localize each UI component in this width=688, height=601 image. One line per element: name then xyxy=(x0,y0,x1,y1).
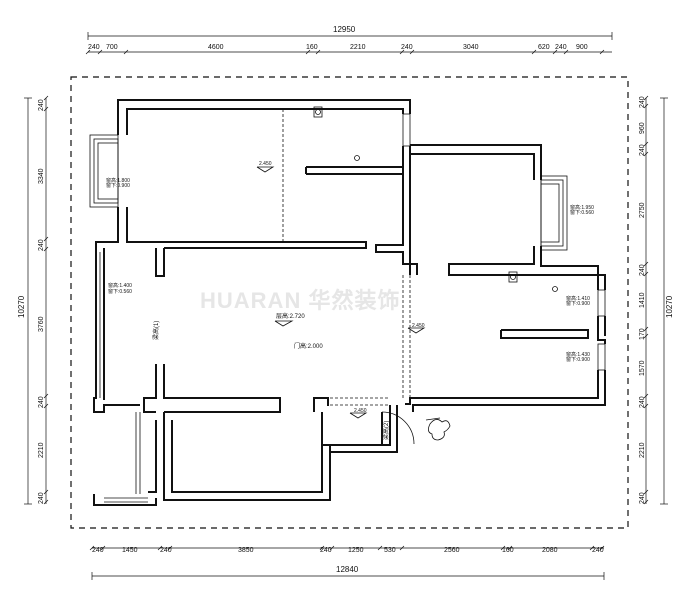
drawing-frame xyxy=(70,76,629,529)
bottom-dim-6: 1250 xyxy=(348,547,364,554)
win-right-top-h: 窗高:1.950 xyxy=(570,204,594,211)
bottom-dim-1: 240 xyxy=(92,547,104,554)
bottom-dim-9: 160 xyxy=(502,547,514,554)
win-right-mid2-h: 窗高:1.430 xyxy=(566,351,590,358)
beam-label-2: 梁高(2) xyxy=(382,421,390,440)
level-3: 2.450 xyxy=(354,408,367,414)
top-dimension-chain: 12950 240 700 4600 160 2210 240 3040 620… xyxy=(85,25,613,55)
entry-symbol xyxy=(428,419,451,441)
bottom-dim-2: 1450 xyxy=(122,547,138,554)
bottom-dim-7: 530 xyxy=(384,547,396,554)
win-right-mid1-s: 窗下:0.900 xyxy=(566,300,590,307)
win-right-mid2-s: 窗下:0.900 xyxy=(566,356,590,363)
right-window-2 xyxy=(597,343,606,371)
beam-lines xyxy=(282,109,411,406)
bottom-dim-8: 2560 xyxy=(444,547,460,554)
top-total-dim: 12950 xyxy=(333,25,356,34)
door-height-label: 门高:2.000 xyxy=(294,342,323,350)
left-dim-4: 3760 xyxy=(38,316,45,332)
top-fixture-dot xyxy=(354,155,360,161)
left-dim-3: 240 xyxy=(38,239,45,251)
top-drain xyxy=(313,106,323,118)
right-dim-3: 240 xyxy=(639,144,646,156)
left-dimension-chain: 10270 240 3340 240 3760 240 2210 240 xyxy=(17,95,49,505)
top-dim-2: 700 xyxy=(106,44,118,51)
level-2: 2.450 xyxy=(412,323,425,329)
right-dim-10: 2210 xyxy=(639,442,646,458)
win-right-mid1-h: 窗高:1.410 xyxy=(566,295,590,302)
right-dim-4: 2750 xyxy=(639,202,646,218)
right-dim-8: 1570 xyxy=(639,360,646,376)
bottom-total-dim: 12840 xyxy=(336,565,359,574)
right-fixture-dot xyxy=(552,286,558,292)
top-dim-10: 900 xyxy=(576,44,588,51)
level-1: 2.450 xyxy=(259,161,272,167)
left-ticks xyxy=(43,95,49,505)
right-dim-7: 170 xyxy=(639,328,646,340)
top-dim-9: 240 xyxy=(555,44,567,51)
top-ticks xyxy=(85,49,605,55)
top-dim-3: 4600 xyxy=(208,44,224,51)
left-dim-2: 3340 xyxy=(38,168,45,184)
top-dim-6: 240 xyxy=(401,44,413,51)
bottom-dim-10: 2080 xyxy=(542,547,558,554)
bottom-ticks xyxy=(89,545,605,551)
right-dim-11: 240 xyxy=(639,492,646,504)
win-living-s: 窗下:0.560 xyxy=(108,288,132,295)
bottom-dimension-chain: 240 1450 240 3850 240 1250 530 2560 160 … xyxy=(89,545,605,580)
level-markers: 2.450 2.450 2.450 xyxy=(256,161,426,419)
room-labels: 层高:2.720 门高:2.000 梁高(1) 梁高(2) xyxy=(152,312,390,440)
left-dim-7: 240 xyxy=(38,492,45,504)
win-right-top-s: 窗下:0.560 xyxy=(570,209,594,216)
right-dim-2: 960 xyxy=(639,122,646,134)
right-dim-5: 240 xyxy=(639,264,646,276)
window-annotations: 窗高:1.800 窗下:0.900 窗高:1.950 窗下:0.560 窗高:1… xyxy=(106,177,594,363)
left-dim-5: 240 xyxy=(38,396,45,408)
win-left-top-s: 窗下:0.900 xyxy=(106,182,130,189)
right-dim-6: 1410 xyxy=(639,292,646,308)
right-dim-1: 240 xyxy=(639,96,646,108)
top-dim-7: 3040 xyxy=(463,44,479,51)
top-dim-4: 160 xyxy=(306,44,318,51)
right-drain xyxy=(508,271,518,283)
watermark: HUARAN 华然装饰 xyxy=(200,288,400,313)
right-total-dim: 10270 xyxy=(665,295,674,318)
fixtures xyxy=(313,106,606,371)
walls xyxy=(89,99,606,506)
top-window-notch xyxy=(402,113,411,147)
top-dim-1: 240 xyxy=(88,44,100,51)
bottom-dim-3: 240 xyxy=(160,547,172,554)
floor-height-label: 层高:2.720 xyxy=(276,312,305,320)
beam-label-1: 梁高(1) xyxy=(152,321,160,340)
right-dimension-chain: 240 960 240 2750 240 1410 170 1570 240 2… xyxy=(639,95,674,505)
right-ticks xyxy=(643,95,649,505)
top-dim-8: 620 xyxy=(538,44,550,51)
right-window-1 xyxy=(597,289,606,317)
left-total-dim: 10270 xyxy=(17,295,26,318)
entry-door xyxy=(381,411,451,445)
bottom-dim-11: 240 xyxy=(592,547,604,554)
bottom-dim-5: 240 xyxy=(320,547,332,554)
left-dim-1: 240 xyxy=(38,99,45,111)
top-dim-5: 2210 xyxy=(350,44,366,51)
win-left-top-h: 窗高:1.800 xyxy=(106,177,130,184)
win-living-h: 窗高:1.400 xyxy=(108,282,132,289)
right-dim-9: 240 xyxy=(639,396,646,408)
left-dim-6: 2210 xyxy=(38,442,45,458)
bottom-dim-4: 3850 xyxy=(238,547,254,554)
